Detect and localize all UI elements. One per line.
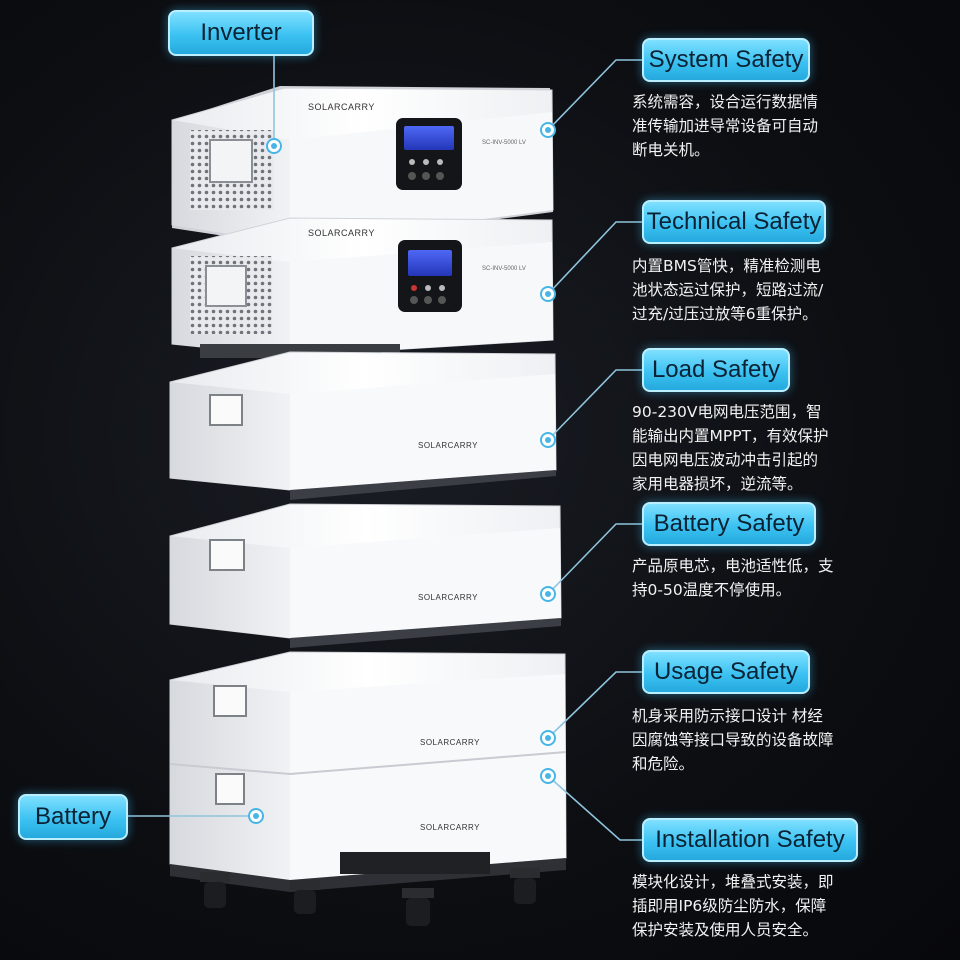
battery-module-2: SOLARCARRY [169, 503, 562, 648]
brand-logo-6: SOLARCARRY [420, 823, 480, 832]
connector-dot-icon [540, 768, 556, 784]
label-inverter: Inverter [168, 10, 314, 56]
label-battery: Battery [18, 794, 128, 840]
lcd-screen [408, 250, 452, 276]
brand-logo-4: SOLARCARRY [418, 593, 478, 602]
caster-wheel-icon [510, 868, 540, 904]
inverter-unit-top: SOLARCARRY SC-INV-5000 LV [171, 86, 554, 246]
handle-slot-icon [209, 539, 245, 571]
brand-logo-5: SOLARCARRY [420, 738, 480, 747]
leader-lines [128, 56, 642, 841]
connector-dot-icon [540, 286, 556, 302]
handle-slot-icon [215, 773, 245, 805]
connector-dot-icon [540, 730, 556, 746]
model-label-2: SC-INV-5000 LV [482, 266, 526, 272]
desc-usage-safety: 机身采用防示接口设计 材经 因腐蚀等接口导致的设备故障 和危险。 [632, 707, 834, 773]
leader-load-safety [547, 369, 642, 441]
connector-dot-icon [248, 808, 264, 824]
label-technical-safety: Technical Safety [642, 200, 826, 244]
handle-slot-icon [213, 685, 247, 717]
leader-battery-safety [547, 523, 642, 595]
label-installation-safety: Installation Safety [642, 818, 858, 862]
desc-system-safety: 系统需容，设合运行数据情 准传输加进导常设备可自动 断电关机。 [632, 93, 819, 159]
inverter-unit-bottom: SOLARCARRY SC-INV-5000 LV [171, 217, 554, 358]
desc-technical-safety: 内置BMS管快，精准检测电 池状态运过保护，短路过流/ 过充/过压过放等6重保护… [632, 257, 824, 323]
label-battery-safety: Battery Safety [642, 502, 816, 546]
lcd-screen [404, 126, 454, 150]
label-load-safety: Load Safety [642, 348, 790, 392]
leader-technical-safety [547, 221, 642, 295]
connector-dot-icon [540, 122, 556, 138]
brand-logo-1: SOLARCARRY [308, 102, 375, 112]
desc-battery-safety: 产品原电芯，电池适性低，支 持0-50温度不停使用。 [632, 557, 834, 599]
label-system-safety: System Safety [642, 38, 810, 82]
leader-usage-safety [547, 671, 642, 739]
desc-installation-safety: 模块化设计，堆叠式安装，即 插即用IP6级防尘防水，保障 保护安装及使用人员安全… [632, 873, 834, 939]
connector-dots [248, 122, 556, 824]
leader-installation-safety [547, 775, 642, 841]
model-label-1: SC-INV-5000 LV [482, 140, 526, 146]
desc-load-safety: 90-230V电网电压范围，智 能输出内置MPPT，有效保护 因电网电压波动冲击… [632, 403, 829, 493]
caster-wheel-icon [200, 872, 230, 908]
connector-dot-icon [266, 138, 282, 154]
connector-dot-icon [540, 586, 556, 602]
brand-logo-3: SOLARCARRY [418, 441, 478, 450]
battery-module-1: SOLARCARRY [169, 351, 557, 500]
leader-system-safety [547, 59, 642, 131]
battery-base-stack: SOLARCARRY SOLARCARRY [169, 651, 567, 892]
label-usage-safety: Usage Safety [642, 650, 810, 694]
brand-logo-2: SOLARCARRY [308, 228, 375, 238]
caster-wheel-icon [402, 888, 434, 926]
caster-wheel-icon [290, 880, 320, 914]
connector-dot-icon [540, 432, 556, 448]
handle-slot-icon [209, 394, 243, 426]
caster-wheels [200, 868, 540, 926]
